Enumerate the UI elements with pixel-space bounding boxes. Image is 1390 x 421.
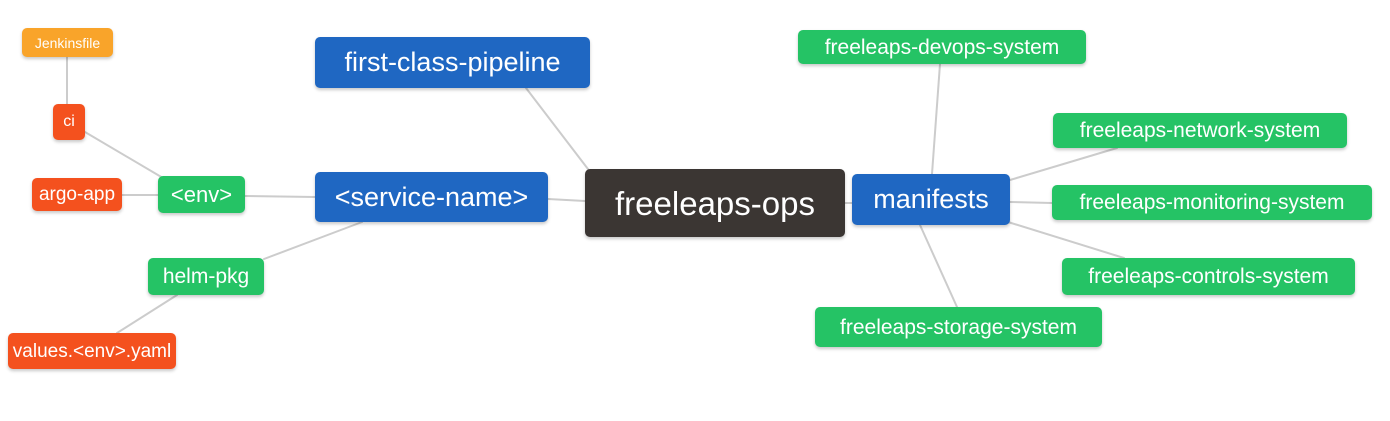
mindmap-node-manifests[interactable]: manifests bbox=[852, 174, 1010, 225]
mindmap-node-env[interactable]: <env> bbox=[158, 176, 245, 213]
edge-helm-pkg-to-values-env-yaml bbox=[116, 294, 178, 334]
mindmap-node-service-name[interactable]: <service-name> bbox=[315, 172, 548, 222]
edge-first-class-pipeline-to-freeleaps-ops bbox=[525, 87, 592, 174]
edge-manifests-to-monitoring-system bbox=[1009, 201, 1053, 204]
mindmap-node-first-class-pipeline[interactable]: first-class-pipeline bbox=[315, 37, 590, 88]
edge-ci-to-env bbox=[84, 131, 164, 179]
mindmap-node-jenkinsfile[interactable]: Jenkinsfile bbox=[22, 28, 113, 57]
edge-manifests-to-storage-system bbox=[919, 224, 958, 308]
mindmap-node-helm-pkg[interactable]: helm-pkg bbox=[148, 258, 264, 295]
mindmap-node-monitoring-system[interactable]: freeleaps-monitoring-system bbox=[1052, 185, 1372, 220]
mindmap-node-argo-app[interactable]: argo-app bbox=[32, 178, 122, 211]
mindmap-node-network-system[interactable]: freeleaps-network-system bbox=[1053, 113, 1347, 148]
mindmap-node-storage-system[interactable]: freeleaps-storage-system bbox=[815, 307, 1102, 347]
edge-manifests-to-devops-system bbox=[931, 63, 941, 175]
edge-env-to-service-name bbox=[244, 195, 316, 198]
mindmap-node-devops-system[interactable]: freeleaps-devops-system bbox=[798, 30, 1086, 64]
edge-manifests-to-controls-system bbox=[1007, 221, 1125, 259]
mindmap-node-ci[interactable]: ci bbox=[53, 104, 85, 140]
edge-service-name-to-helm-pkg bbox=[263, 221, 363, 260]
mindmap-node-freeleaps-ops[interactable]: freeleaps-ops bbox=[585, 169, 845, 237]
edge-manifests-to-network-system bbox=[1009, 147, 1118, 181]
edge-service-name-to-freeleaps-ops bbox=[547, 198, 586, 202]
mindmap-node-values-env-yaml[interactable]: values.<env>.yaml bbox=[8, 333, 176, 369]
mindmap-node-controls-system[interactable]: freeleaps-controls-system bbox=[1062, 258, 1355, 295]
